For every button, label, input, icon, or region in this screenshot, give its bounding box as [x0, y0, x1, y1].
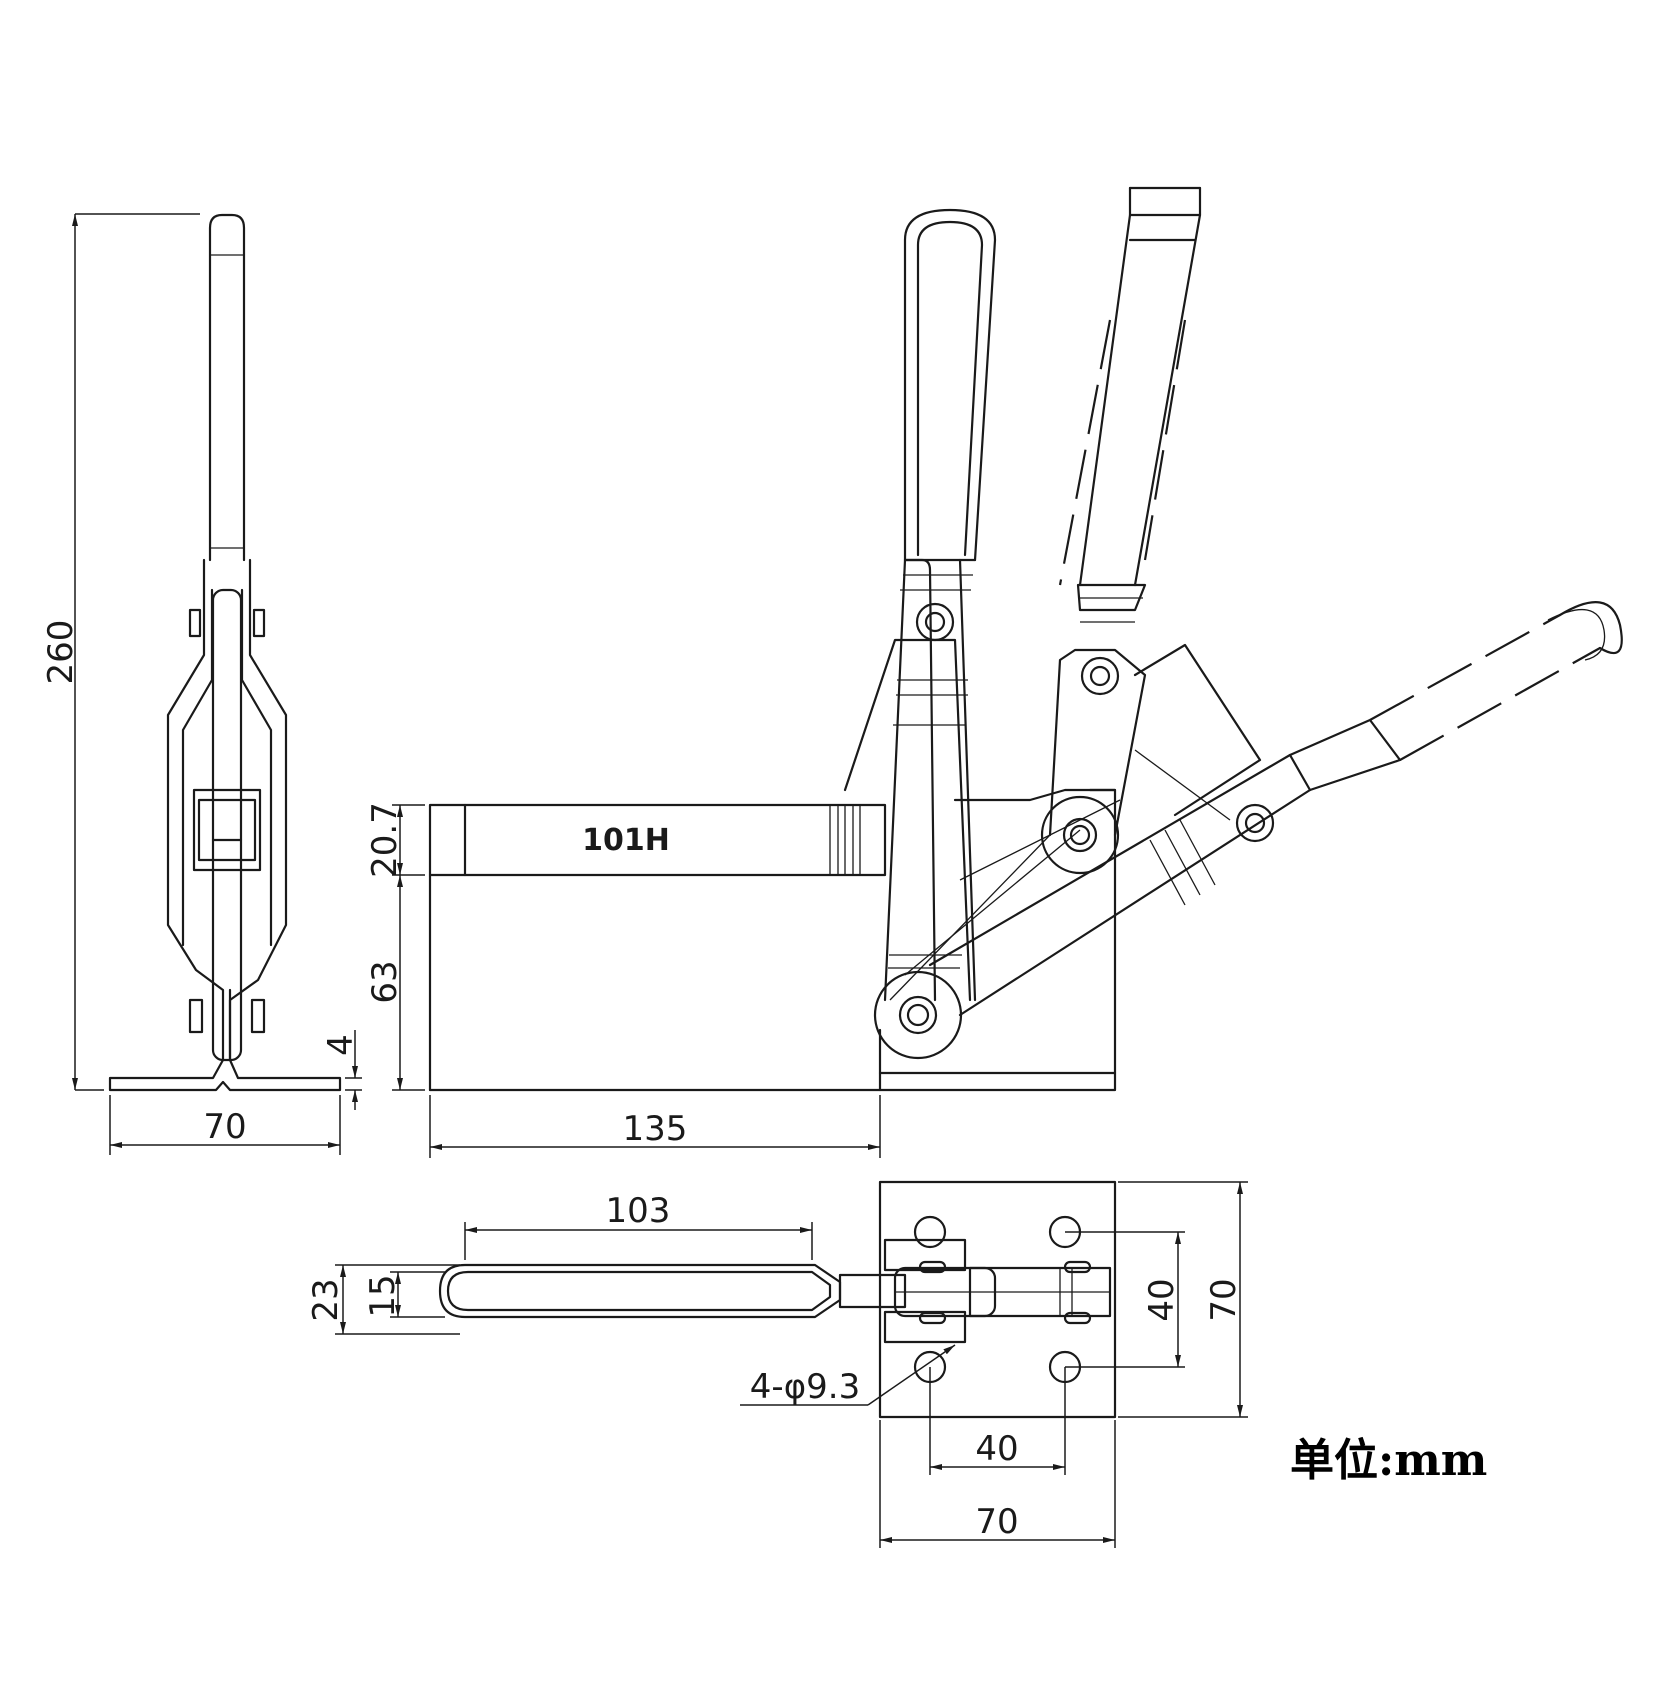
dim-text-70-vertical: 70 — [1204, 1278, 1244, 1321]
dim-text-103: 103 — [606, 1191, 671, 1231]
dim-bar-height: 20.7 — [365, 802, 425, 878]
dim-text-70-side: 70 — [203, 1107, 246, 1147]
dim-overall-height: 260 — [41, 213, 200, 1091]
mount-hole-top-left — [913, 1215, 947, 1249]
dim-text-40-horizontal: 40 — [975, 1429, 1018, 1469]
dim-text-135: 135 — [623, 1109, 688, 1149]
dim-handle-inner-width: 15 — [363, 1271, 445, 1318]
model-label: 101H — [582, 823, 670, 858]
dim-text-23: 23 — [306, 1278, 346, 1321]
dim-reach-length: 135 — [429, 1095, 881, 1158]
dim-hole-callout: 4-φ9.3 — [740, 1344, 956, 1407]
dim-text-hole-spec: 4-φ9.3 — [750, 1367, 860, 1407]
dim-hole-spacing-horizontal: 40 — [929, 1367, 1066, 1475]
dim-text-260: 260 — [41, 620, 81, 685]
dim-plate-height: 70 — [1118, 1181, 1248, 1418]
side-view — [108, 213, 342, 1092]
dim-base-to-bar: 63 — [365, 875, 425, 1091]
dim-handle-outer-width: 23 — [306, 1264, 460, 1335]
dim-base-thickness: 4 — [321, 1030, 362, 1110]
dim-handle-length: 103 — [464, 1191, 813, 1260]
dim-text-15: 15 — [363, 1274, 403, 1317]
dim-plate-width: 70 — [879, 1420, 1116, 1548]
dim-text-70-horizontal: 70 — [975, 1502, 1018, 1542]
dim-text-4: 4 — [321, 1034, 361, 1056]
dim-side-base-width: 70 — [109, 1095, 341, 1155]
dim-text-63: 63 — [365, 960, 405, 1003]
top-view — [438, 1180, 1117, 1419]
dim-text-20-7: 20.7 — [365, 802, 405, 878]
dim-text-40-vertical: 40 — [1142, 1278, 1182, 1321]
unit-label: 单位:mm — [1290, 1435, 1487, 1486]
front-view: 101H — [428, 186, 1623, 1092]
dim-hole-spacing-vertical: 40 — [1065, 1231, 1185, 1368]
